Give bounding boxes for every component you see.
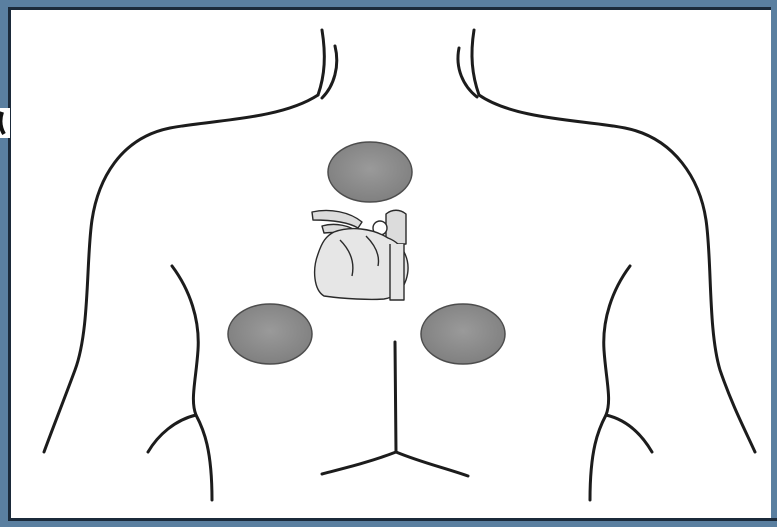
torso-left-line	[172, 266, 212, 500]
frame-border-top-dark	[8, 7, 777, 10]
shoulder-left	[44, 95, 318, 452]
frame-border-bottom-dark	[8, 518, 777, 521]
shoulder-right	[479, 95, 755, 452]
sternum-line	[395, 342, 396, 452]
electrode-pad-left	[228, 304, 312, 364]
frame-border-left-dark	[8, 0, 11, 527]
torso-right-line	[590, 266, 630, 500]
frame-border-bottom	[0, 520, 777, 527]
torso-left-armpit	[148, 415, 196, 452]
torso-right-armpit	[606, 415, 652, 452]
frame-border-left	[0, 0, 9, 527]
frame-border-right	[771, 0, 777, 527]
neck-right	[472, 30, 479, 95]
neck-left	[318, 30, 324, 95]
heart-icon	[312, 210, 408, 300]
ribs-left	[322, 452, 396, 474]
electrode-pad-upper	[328, 142, 412, 202]
heart-descending-aorta	[390, 244, 404, 300]
electrode-pad-right	[421, 304, 505, 364]
ribs-right	[396, 452, 468, 476]
frame-border-top	[0, 0, 777, 8]
